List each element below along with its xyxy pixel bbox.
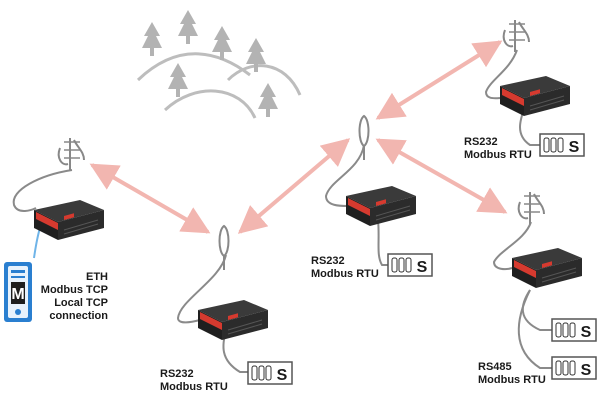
master-label-line: connection bbox=[49, 310, 108, 322]
tree-icon bbox=[212, 26, 232, 60]
node-protocol-label: Modbus RTU bbox=[464, 149, 532, 161]
slave-device-icon: S bbox=[551, 318, 597, 342]
master-label: ETH Modbus TCP Local TCP connection bbox=[41, 271, 108, 322]
slave-badge: S bbox=[581, 324, 592, 341]
landscape-illustration bbox=[136, 10, 302, 119]
master-label-line: Local TCP bbox=[54, 297, 108, 309]
tree-icon bbox=[142, 22, 162, 56]
node-protocol-label: RS232 bbox=[464, 136, 498, 148]
tree-icon bbox=[168, 63, 188, 97]
radio-link-arrow bbox=[375, 40, 503, 120]
router-icon bbox=[499, 75, 571, 117]
slave-device-icon: S bbox=[247, 361, 293, 385]
slave-badge: S bbox=[569, 139, 580, 156]
node-protocol-label: Modbus RTU bbox=[311, 268, 379, 280]
router-icon bbox=[345, 185, 417, 227]
slave-device-icon: S bbox=[539, 133, 585, 157]
master-label-line: ETH bbox=[86, 271, 108, 283]
slave-badge: S bbox=[417, 259, 428, 276]
router-icon bbox=[511, 247, 583, 289]
node-protocol-label: RS232 bbox=[311, 255, 345, 267]
router-icon bbox=[197, 299, 269, 341]
slave-device-icon: S bbox=[551, 356, 597, 380]
node-protocol-label: RS485 bbox=[478, 361, 512, 373]
radio-links bbox=[89, 40, 508, 234]
antenna-icon bbox=[517, 191, 545, 225]
tree-icon bbox=[178, 10, 198, 44]
node-protocol-label: Modbus RTU bbox=[478, 374, 546, 386]
node-protocol-label: RS232 bbox=[160, 368, 194, 380]
radio-link-arrow bbox=[237, 138, 351, 234]
radio-link-arrow bbox=[375, 138, 508, 214]
master-label-line: Modbus TCP bbox=[41, 284, 108, 296]
master-badge: M bbox=[11, 286, 24, 303]
antenna-icon bbox=[57, 137, 85, 171]
antenna-icon bbox=[502, 19, 530, 53]
router-icon bbox=[33, 199, 105, 241]
slave-device-icon: S bbox=[387, 253, 433, 277]
tree-icon bbox=[258, 83, 278, 117]
radio-link-arrow bbox=[89, 163, 211, 234]
slave-badge: S bbox=[277, 367, 288, 384]
antenna-icon bbox=[218, 225, 230, 271]
node-protocol-label: Modbus RTU bbox=[160, 381, 228, 393]
master-pc-icon: M bbox=[4, 262, 32, 322]
slave-badge: S bbox=[581, 362, 592, 379]
